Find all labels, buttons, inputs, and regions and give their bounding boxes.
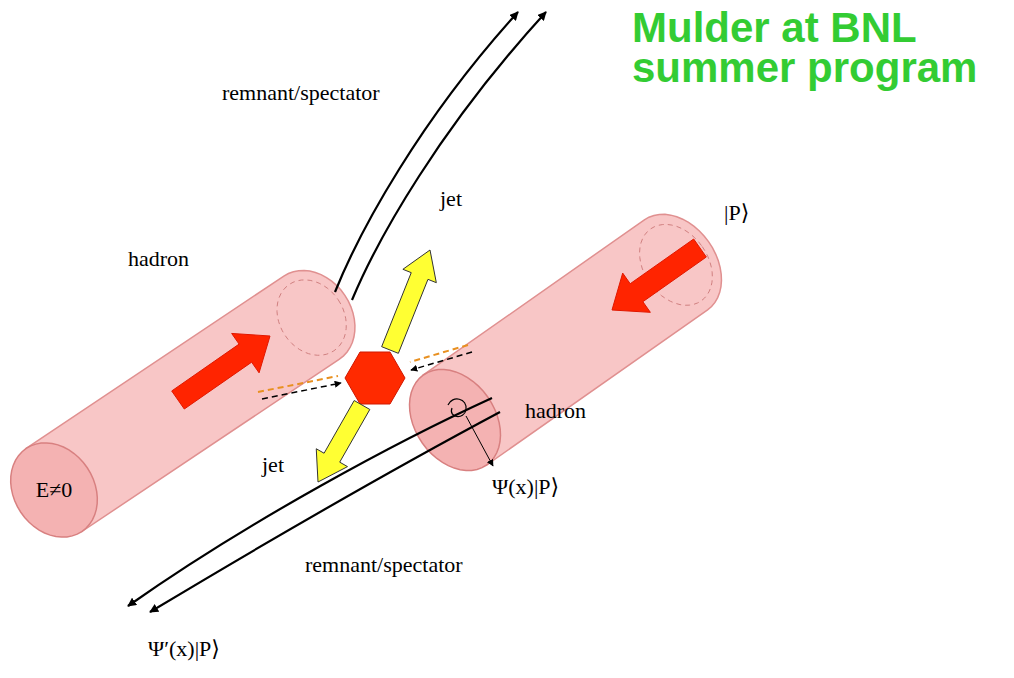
text-holder: hadron xyxy=(525,398,586,424)
text-holder: remnant/spectator xyxy=(305,552,463,578)
jet-label: jet xyxy=(262,452,284,478)
state-label: |P⟩ xyxy=(724,200,749,226)
text-holder: E≠0 xyxy=(36,477,73,503)
jet-label: jet xyxy=(440,186,462,212)
text-holder: |P⟩ xyxy=(724,200,749,226)
dashed-parton-line xyxy=(410,345,468,362)
text-holder: hadron xyxy=(128,246,189,272)
beam-direction-arrow xyxy=(612,239,706,312)
remnant-track xyxy=(128,398,492,606)
text-holder: jet xyxy=(262,452,284,478)
wavefunction-loop xyxy=(448,399,466,417)
text-holder: Mulder at BNL summer program xyxy=(632,8,1008,88)
hard-scattering-hexagon xyxy=(345,352,405,404)
field-state-label: Ψ(x)|P⟩ xyxy=(492,474,559,500)
hadron-cylinder: |P⟩ hadron xyxy=(390,190,770,500)
jet-arrow xyxy=(382,250,437,353)
leader-line xyxy=(466,416,493,466)
remnant-track xyxy=(335,12,518,292)
hadron-label: hadron xyxy=(525,398,586,424)
remnant-label: remnant/spectator xyxy=(305,552,463,578)
cylinder-end-cap xyxy=(11,443,98,537)
beam-direction-arrow xyxy=(172,333,270,409)
text-holder: Ψ′(x)|P⟩ xyxy=(148,636,220,662)
field-state-label: Ψ′(x)|P⟩ xyxy=(148,636,220,662)
text-holder: jet xyxy=(440,186,462,212)
jet-arrow xyxy=(316,401,370,482)
watermark-note: Mulder at BNL summer program xyxy=(632,8,1008,88)
remnant-track xyxy=(352,12,546,300)
remnant-label: remnant/spectator xyxy=(222,80,380,106)
remnant-track xyxy=(150,412,500,612)
dashed-parton-arrow xyxy=(411,352,472,370)
text-holder: remnant/spectator xyxy=(222,80,380,106)
hadron-label: hadron xyxy=(128,246,189,272)
dashed-parton-line xyxy=(258,376,338,392)
text-holder: Ψ(x)|P⟩ xyxy=(492,474,559,500)
field-label: E≠0 xyxy=(36,477,73,503)
dashed-parton-arrow xyxy=(262,383,341,399)
cylinder-outline xyxy=(390,190,770,500)
